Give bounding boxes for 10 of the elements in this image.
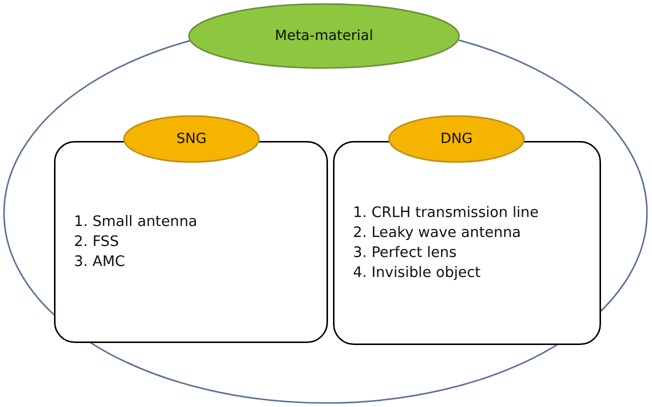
list-item: 1. Small antenna (74, 214, 198, 230)
node-label: DNG (440, 131, 473, 147)
list-item: 4. Invisible object (353, 265, 482, 281)
list-item: 2. Leaky wave antenna (353, 225, 522, 241)
list-item: 1. CRLH transmission line (353, 205, 540, 221)
node-label: SNG (176, 131, 207, 147)
list-item: 3. Perfect lens (353, 245, 458, 261)
node-label: Meta-material (274, 28, 374, 44)
list-item: 2. FSS (74, 234, 120, 250)
list-item: 3. AMC (74, 254, 126, 270)
